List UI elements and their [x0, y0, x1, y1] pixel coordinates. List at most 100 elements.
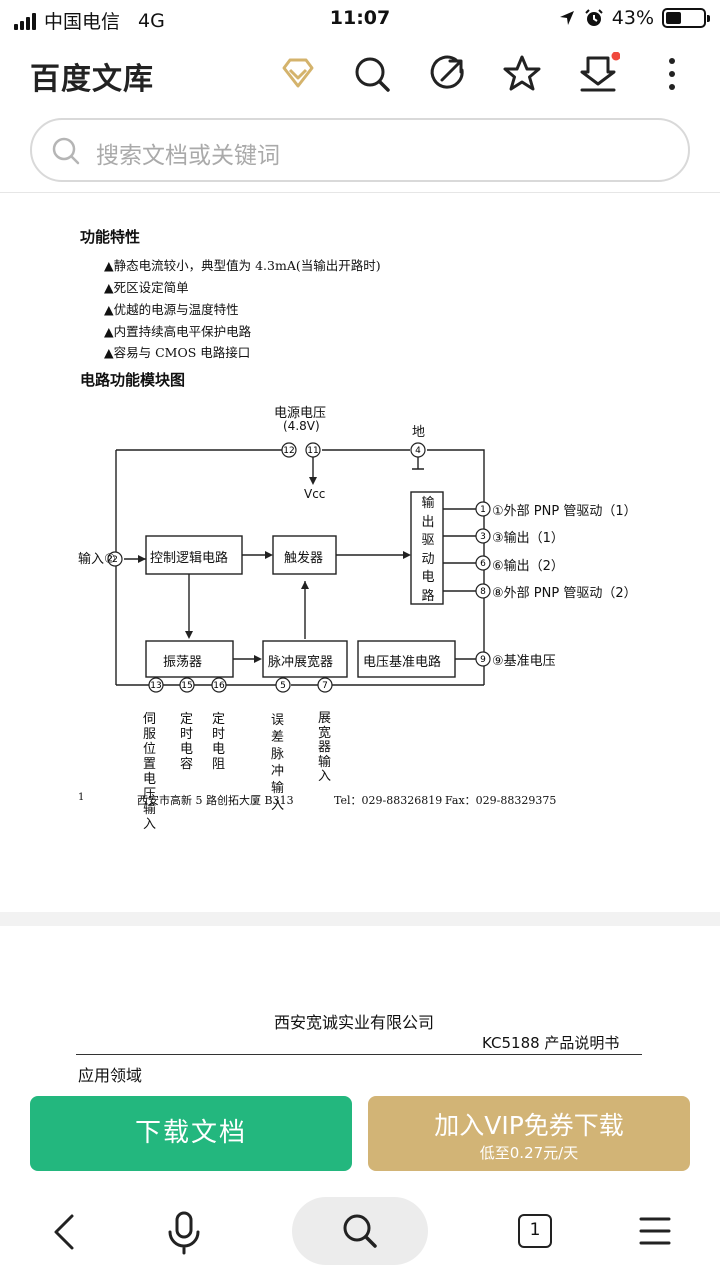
pin-number: 16: [213, 681, 225, 691]
pin-char: 位: [143, 742, 157, 757]
pin-char: 脉: [271, 747, 285, 762]
search-icon: [343, 1214, 377, 1248]
vip-download-button[interactable]: 加入VIP免券下载 低至0.27元/天: [368, 1096, 690, 1171]
pin-number: 4: [415, 446, 421, 456]
section-title-features: 功能特性: [80, 228, 141, 246]
carrier-name: 中国电信: [44, 11, 121, 33]
voltage-reference-block: 电压基准电路: [363, 655, 442, 670]
page-number: 1: [78, 792, 85, 803]
power-label: 电源电压: [274, 406, 327, 421]
pin-char: 冲: [271, 764, 285, 779]
ground-label: 地: [412, 425, 426, 440]
pin-char: 电: [180, 742, 194, 757]
output-driver-char: 路: [421, 588, 435, 604]
output-driver-char: 出: [421, 514, 435, 530]
output-driver-block: 输 出 驱 动 电 路: [420, 495, 436, 606]
vip-title: 加入VIP免券下载: [434, 1111, 624, 1140]
share-icon[interactable]: [426, 52, 470, 96]
pin-char: 伺: [143, 712, 157, 727]
pin-number: 13: [150, 681, 161, 691]
tabs-button[interactable]: 1: [518, 1214, 552, 1248]
pin-number: 5: [280, 681, 286, 691]
pin-char: 器: [318, 740, 332, 755]
status-bar: 中国电信 4G 11:07 43%: [0, 0, 720, 40]
feature-item: ▲静态电流较小，典型值为 4.3mA(当输出开路时): [104, 258, 381, 273]
section-title-applications: 应用领域: [78, 1066, 143, 1085]
pin-char: 差: [271, 730, 285, 745]
pulse-widener-block: 脉冲展宽器: [268, 655, 334, 670]
output-pin-label: ⑥输出（2）: [492, 559, 564, 574]
pin-char: 定: [180, 712, 194, 727]
pin-number: 3: [480, 532, 486, 542]
pin-number: 2: [112, 555, 118, 565]
output-driver-char: 输: [421, 496, 435, 511]
search-icon[interactable]: [350, 52, 394, 96]
pin-number: 1: [480, 505, 486, 515]
network-type: 4G: [138, 9, 165, 32]
pin-char: 输: [143, 802, 157, 817]
company-name: 西安宽诚实业有限公司: [274, 1013, 435, 1032]
nav-search-button[interactable]: [292, 1197, 428, 1265]
pin-char: 入: [271, 798, 285, 813]
vip-diamond-icon[interactable]: [276, 52, 320, 96]
section-title-diagram: 电路功能模块图: [80, 371, 186, 389]
pin-char: 展: [318, 711, 332, 726]
pin-number: 9: [480, 655, 486, 665]
mic-icon[interactable]: [164, 1210, 204, 1256]
vcc-label: Vcc: [304, 487, 326, 501]
search-placeholder: 搜索文档或关键词: [96, 143, 280, 169]
download-icon[interactable]: [576, 52, 620, 96]
control-logic-block: 控制逻辑电路: [150, 551, 229, 566]
signal-icon: [14, 12, 36, 30]
footer-address: 西安市高新 5 路创拓大厦 B313: [137, 794, 294, 807]
location-icon: [559, 11, 574, 25]
output-pin-label: ③输出（1）: [492, 531, 564, 546]
pin-char: 定: [212, 712, 226, 727]
battery-icon: [662, 8, 710, 28]
output-driver-char: 电: [421, 570, 435, 585]
pin-char: 宽: [318, 725, 332, 741]
output-driver-char: 驱: [421, 533, 435, 548]
search-input[interactable]: 搜索文档或关键词: [30, 118, 690, 182]
pin-char: 置: [143, 757, 157, 772]
pin-number: 8: [480, 587, 486, 597]
header-divider: [0, 192, 720, 193]
more-icon[interactable]: [650, 52, 694, 96]
menu-icon[interactable]: [638, 1214, 672, 1248]
download-doc-button[interactable]: 下载文档: [30, 1096, 352, 1171]
pin-char: 时: [212, 727, 226, 742]
feature-item: ▲内置持续高电平保护电路: [104, 324, 252, 339]
battery-percent: 43%: [611, 7, 654, 29]
feature-item: ▲死区设定简单: [104, 280, 189, 295]
alarm-icon: [585, 9, 603, 26]
pin-number: 12: [283, 446, 294, 456]
clock: 11:07: [329, 7, 391, 29]
power-value: (4.8V): [283, 419, 320, 433]
pin-char: 输: [271, 781, 285, 796]
trigger-block: 触发器: [284, 551, 324, 566]
pin-char: 电: [212, 742, 226, 757]
oscillator-block: 振荡器: [163, 655, 203, 670]
footer-tel: Tel：029-88326819: [334, 794, 443, 807]
page-separator: [0, 912, 720, 926]
app-logo[interactable]: 百度文库: [30, 62, 154, 97]
pin-char: 时: [180, 727, 194, 742]
pin-char: 容: [180, 757, 194, 772]
pin-label-widener-input: 展宽器输入: [318, 711, 332, 785]
feature-item: ▲容易与 CMOS 电路接口: [104, 345, 251, 360]
search-field-icon: [52, 137, 80, 165]
back-icon[interactable]: [46, 1212, 82, 1252]
pin-char: 服: [143, 727, 157, 742]
pin-number: 15: [181, 681, 192, 691]
doc-title: KC5188 产品说明书: [482, 1034, 620, 1052]
carrier: 中国电信 4G: [14, 7, 165, 34]
star-icon[interactable]: [500, 52, 544, 96]
pin-number: 6: [480, 559, 486, 569]
footer-fax: Fax：029-88329375: [445, 794, 557, 807]
pin-label-timing-resistor: 定时电阻: [212, 712, 226, 772]
output-driver-char: 动: [421, 551, 435, 567]
input-label: 输入②: [78, 552, 116, 567]
pin-char: 压: [143, 787, 157, 802]
pin-char: 输: [318, 754, 332, 770]
